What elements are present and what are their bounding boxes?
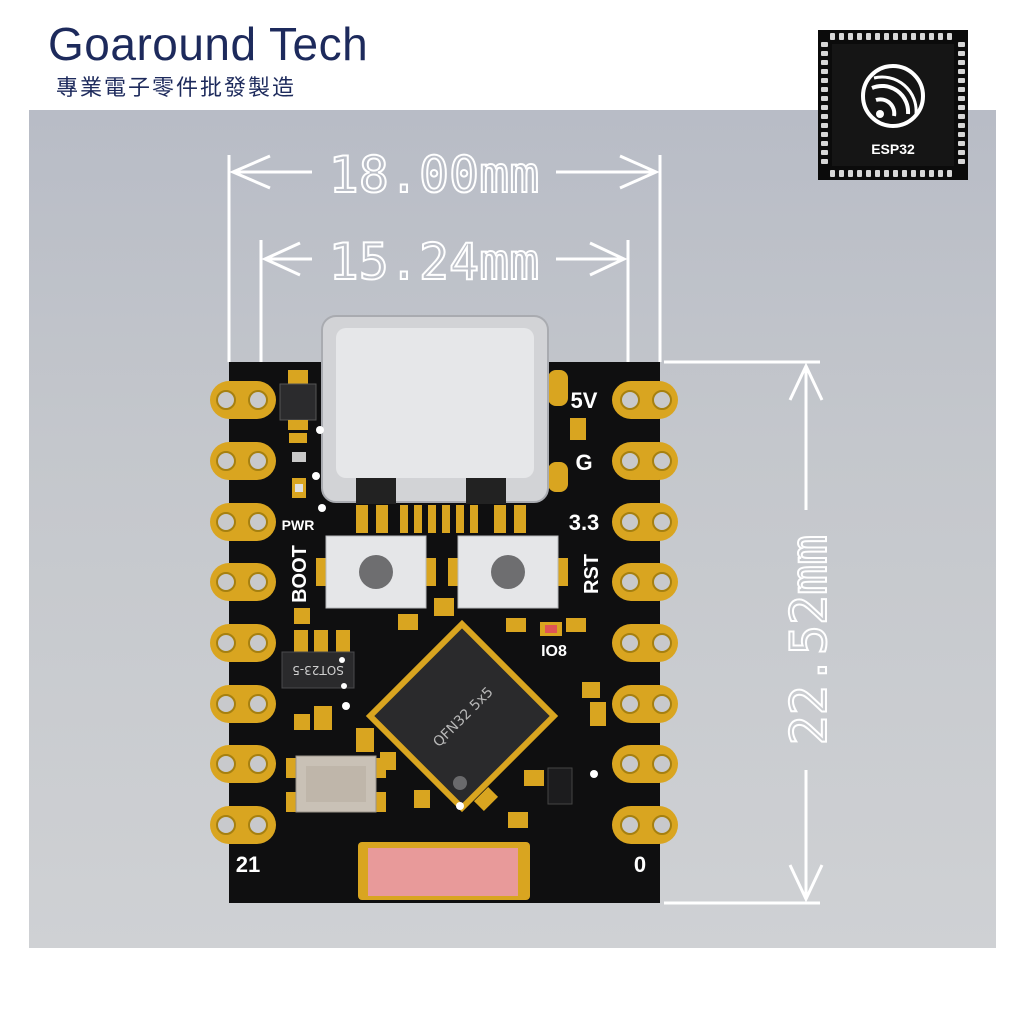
- chip-pins: [821, 33, 965, 177]
- outer-width-dimension: 18.00mm: [229, 145, 660, 205]
- pin-label-3v3: 3.3: [569, 510, 600, 535]
- height-label: 22.52mm: [780, 535, 838, 746]
- pin-label-gnd: G: [575, 450, 592, 475]
- pin-label-0: 0: [634, 852, 646, 877]
- arrow-left-icon: [261, 241, 301, 277]
- diode-body: [279, 383, 317, 421]
- esp32-logo-badge: ESP32: [818, 30, 968, 180]
- esp32-main-chip: QFN32 5x5: [365, 619, 559, 813]
- brand-title: Goaround Tech: [48, 18, 369, 70]
- regulator-marking: SOT23-5: [292, 663, 344, 677]
- right-pin-pads: [612, 381, 678, 844]
- pin-spacing-label: 15.24mm: [329, 233, 540, 291]
- ceramic-antenna: [358, 842, 530, 900]
- pin-label-pwr: PWR: [282, 517, 315, 533]
- espressif-logo-icon: [861, 64, 925, 128]
- boot-label: BOOT: [289, 545, 311, 603]
- brand-subtitle: 專業電子零件批發製造: [56, 76, 297, 101]
- pin-label-21: 21: [236, 852, 260, 877]
- left-pin-pads: [210, 381, 276, 844]
- smd-component: [570, 418, 586, 440]
- crystal-oscillator: [286, 755, 386, 813]
- arrow-down-icon: [788, 864, 824, 903]
- transistor: [547, 767, 573, 805]
- height-dimension: 22.52mm: [779, 362, 839, 903]
- passive-components: [294, 598, 606, 828]
- arrow-up-icon: [788, 362, 824, 401]
- dimension-extension-lines: [227, 155, 820, 905]
- io8-label: IO8: [541, 643, 567, 660]
- arrow-left-icon: [229, 154, 271, 190]
- arrow-right-icon: [589, 241, 628, 277]
- chip-logo-label: ESP32: [871, 141, 915, 157]
- rst-label: RST: [581, 554, 603, 594]
- usb-c-connector: [321, 315, 568, 533]
- arrow-right-icon: [619, 154, 660, 190]
- smd-component: [289, 433, 307, 443]
- smd-component: [292, 452, 306, 462]
- pin-spacing-dimension: 15.24mm: [261, 232, 628, 292]
- diode-pad: [288, 420, 308, 430]
- boot-button: [316, 535, 436, 609]
- reset-button: [448, 535, 568, 609]
- outer-width-label: 18.00mm: [329, 146, 540, 204]
- pin-label-5v: 5V: [571, 388, 598, 413]
